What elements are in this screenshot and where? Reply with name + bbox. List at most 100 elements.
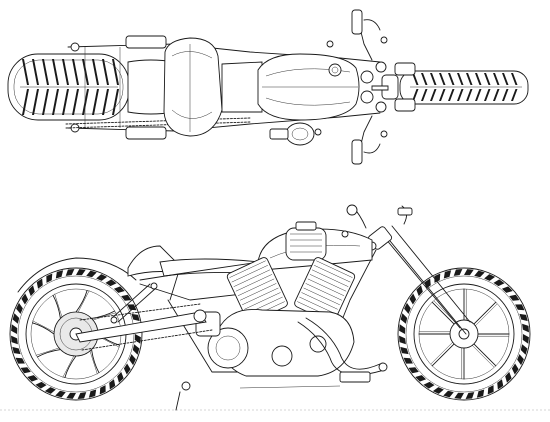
- cylinder-fin: [299, 297, 335, 314]
- wheel-spoke-edge: [472, 345, 494, 367]
- wheel-spoke-edge: [78, 290, 89, 312]
- tread-block: [424, 278, 431, 289]
- wheel-spoke-edge: [63, 356, 74, 378]
- tread-block: [12, 313, 20, 324]
- wheel-spoke: [474, 344, 496, 366]
- footpegs: [176, 372, 370, 410]
- tread-block: [96, 274, 108, 281]
- tread-block: [32, 89, 39, 115]
- tread-block: [404, 302, 411, 314]
- tread-block: [92, 89, 99, 115]
- tread-block: [511, 73, 518, 85]
- tread-block: [129, 354, 136, 366]
- tread-block: [42, 59, 49, 85]
- tread-block: [519, 313, 528, 322]
- right-cylinder-fins: [297, 261, 352, 319]
- top-air-filter: [270, 123, 314, 145]
- tread-block: [400, 313, 408, 324]
- tread-block: [443, 270, 452, 279]
- tread-block: [46, 273, 53, 283]
- swingarm: [76, 304, 212, 350]
- top-rear-tire: [8, 54, 129, 120]
- tread-block: [131, 313, 140, 322]
- top-chain: [66, 118, 250, 128]
- tread-block: [16, 302, 23, 314]
- tread-block: [132, 344, 140, 355]
- tread-block: [493, 89, 500, 101]
- tread-block: [505, 371, 512, 383]
- wheel-spoke-edge: [32, 321, 54, 332]
- tread-block: [501, 286, 513, 293]
- tread-block: [423, 381, 435, 389]
- rear-tire-tread: [11, 269, 141, 399]
- top-seat-base: [222, 62, 262, 112]
- tread-block: [487, 385, 494, 395]
- wheel-spoke-edge: [90, 351, 97, 374]
- tread-block: [62, 89, 69, 115]
- tread-block: [77, 392, 87, 399]
- cylinder-fin: [234, 270, 270, 287]
- tread-block: [515, 304, 525, 311]
- side-handlebar: [347, 205, 412, 228]
- cylinder-fin: [232, 265, 268, 282]
- tread-block: [15, 357, 25, 364]
- tread-block: [421, 89, 428, 101]
- tread-block: [520, 344, 528, 355]
- tread-block: [92, 59, 99, 85]
- tread-block: [412, 89, 419, 101]
- tread-block: [102, 89, 109, 115]
- tread-block: [430, 73, 437, 85]
- tread-block: [109, 379, 116, 390]
- wheel-spoke: [53, 295, 60, 318]
- top-front-tire-tread: [412, 73, 518, 101]
- tread-block: [412, 73, 419, 85]
- cylinder-fin: [314, 265, 350, 282]
- tread-block: [484, 274, 496, 281]
- tread-block: [416, 285, 423, 297]
- tread-block: [464, 269, 474, 276]
- tread-block: [484, 73, 491, 85]
- tread-block: [88, 389, 97, 398]
- tread-block: [403, 357, 413, 364]
- tread-block: [99, 385, 106, 395]
- tread-block: [44, 387, 56, 394]
- v-twin-engine: [196, 256, 356, 376]
- tread-block: [453, 269, 463, 276]
- tread-block: [105, 279, 117, 287]
- cylinder-fin: [244, 292, 280, 309]
- tread-block: [421, 73, 428, 85]
- tread-block: [22, 89, 29, 115]
- tread-block: [509, 294, 520, 301]
- tread-block: [65, 269, 75, 276]
- tread-block: [102, 59, 109, 85]
- tread-block: [117, 371, 124, 383]
- top-frame: [68, 36, 380, 139]
- tread-block: [21, 293, 29, 305]
- tread-block: [82, 89, 89, 115]
- top-front-tire: [400, 71, 528, 104]
- tread-block: [502, 89, 509, 101]
- top-rear-tire-tread: [22, 59, 119, 115]
- tread-block: [439, 89, 446, 101]
- top-headlight-cluster: [361, 62, 415, 112]
- tread-block: [409, 293, 417, 305]
- front-fork: [367, 226, 470, 334]
- tread-block: [399, 335, 406, 345]
- tread-block: [42, 89, 49, 115]
- cylinder-fin: [306, 283, 342, 300]
- cylinder-fin: [242, 288, 278, 305]
- wheel-spoke: [32, 323, 54, 334]
- tread-block: [32, 59, 39, 85]
- cylinder-fin: [238, 279, 274, 296]
- tread-block: [52, 89, 59, 115]
- tread-block: [474, 270, 485, 278]
- tread-block: [72, 59, 79, 85]
- cylinder-fin: [230, 261, 266, 278]
- tread-block: [35, 381, 47, 389]
- tread-block: [113, 286, 125, 293]
- tread-block: [430, 89, 437, 101]
- rear-shock: [111, 283, 157, 323]
- tread-block: [36, 278, 43, 289]
- front-wheel-spokes: [419, 289, 509, 379]
